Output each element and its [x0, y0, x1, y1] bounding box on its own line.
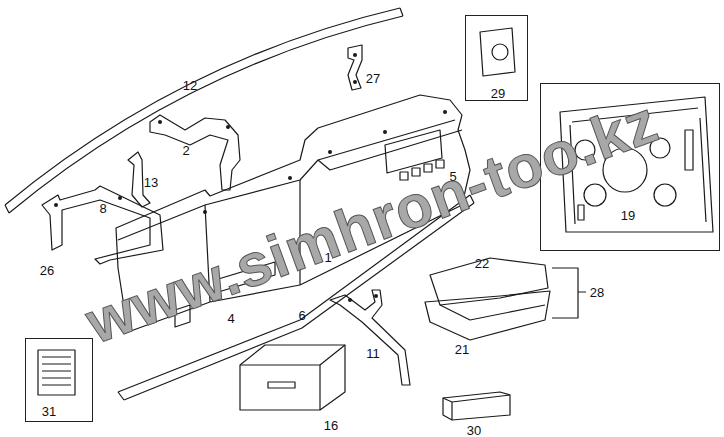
- bracket: [42, 186, 163, 264]
- gauge-hole: [654, 184, 676, 206]
- mount-hole: [443, 110, 447, 114]
- glove-box: [240, 345, 345, 410]
- mount-hole: [383, 130, 387, 134]
- mount-hole: [226, 125, 230, 129]
- callout-number: 31: [42, 404, 56, 419]
- bracket: [330, 290, 410, 385]
- mount-hole: [328, 150, 332, 154]
- mount-hole: [54, 203, 58, 207]
- callout-number: 2: [182, 143, 189, 158]
- callout-number: 27: [366, 71, 380, 86]
- mount-hole: [374, 294, 378, 298]
- callout-number: 28: [590, 285, 604, 300]
- callout-number: 29: [491, 86, 505, 101]
- mount-hole: [288, 176, 292, 180]
- cover: [440, 305, 545, 320]
- glove-box: [268, 382, 295, 388]
- bracket: [348, 45, 362, 90]
- bracket-line: [552, 268, 586, 318]
- switch-plate: [480, 28, 515, 76]
- callout-number: 11: [366, 346, 380, 361]
- callout-number: 16: [324, 418, 338, 433]
- mount-hole: [118, 196, 122, 200]
- callout-number: 19: [621, 208, 635, 223]
- mount-hole: [353, 53, 357, 57]
- callout-number: 21: [455, 342, 469, 357]
- mount-hole: [203, 210, 207, 214]
- inset-box: 31: [25, 338, 93, 422]
- callout-number: 4: [227, 311, 234, 326]
- mount-hole: [348, 298, 352, 302]
- inset-box: 29: [465, 15, 528, 101]
- mount-hole: [158, 120, 162, 124]
- callout-number: 6: [298, 308, 305, 323]
- gauge-hole: [584, 184, 606, 206]
- callout-number: 26: [40, 263, 54, 278]
- grille: [38, 350, 75, 395]
- trim-strip: [9, 16, 403, 213]
- switch-knob: [492, 44, 508, 60]
- cover-plug: [443, 392, 510, 420]
- glove-box: [240, 345, 345, 410]
- mount-hole: [353, 80, 357, 84]
- callout-number: 22: [475, 256, 489, 271]
- trim-strip: [5, 8, 400, 205]
- callout-number: 30: [467, 423, 481, 437]
- callout-number: 8: [99, 201, 106, 216]
- trim-strip: [5, 8, 403, 213]
- cover: [425, 291, 550, 340]
- callout-number: 13: [144, 175, 158, 190]
- cover-plug: [443, 395, 510, 420]
- bracket: [150, 115, 240, 190]
- grille: [42, 357, 71, 385]
- callout-number: 12: [183, 78, 197, 93]
